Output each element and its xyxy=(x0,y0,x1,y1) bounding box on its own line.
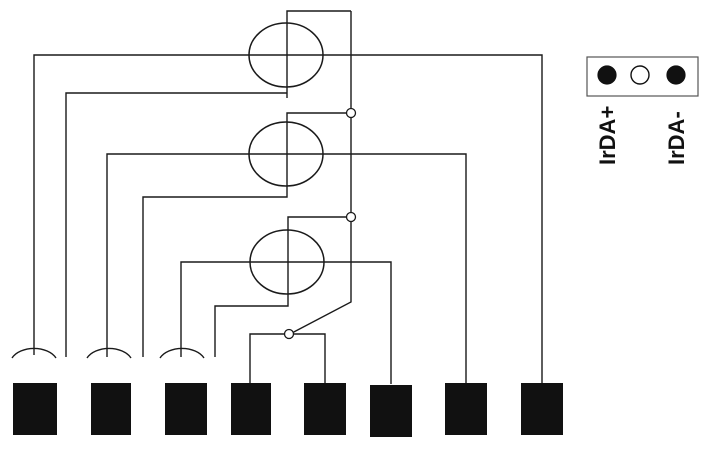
pin-label-irda-plus: IrDA+ xyxy=(595,106,620,165)
contact-pad xyxy=(231,383,271,435)
contact-pad xyxy=(521,383,563,435)
coil-3 xyxy=(180,216,392,384)
irda-connector: IrDA+ IrDA- xyxy=(586,56,699,165)
contact-pad xyxy=(304,383,346,435)
pin-center xyxy=(630,65,650,85)
coil-2 xyxy=(106,112,467,384)
contact-pads xyxy=(13,383,563,437)
contact-pad xyxy=(370,385,412,437)
contact-pad xyxy=(165,383,207,435)
pin-irda-minus xyxy=(666,65,686,85)
coil-1 xyxy=(33,22,543,384)
hop-arcs xyxy=(11,347,205,359)
pin-label-irda-minus: IrDA- xyxy=(664,111,689,165)
contact-pad xyxy=(13,383,57,435)
pin-irda-plus xyxy=(597,65,617,85)
junction-node-2 xyxy=(345,211,357,223)
contact-pad xyxy=(445,383,487,435)
junction-node-3 xyxy=(283,328,295,340)
spine-wire xyxy=(289,11,352,335)
coil-1-feed-wire xyxy=(286,10,351,98)
contact-pad xyxy=(91,383,131,435)
bridge-wire xyxy=(249,333,326,384)
junction-node-1 xyxy=(345,107,357,119)
